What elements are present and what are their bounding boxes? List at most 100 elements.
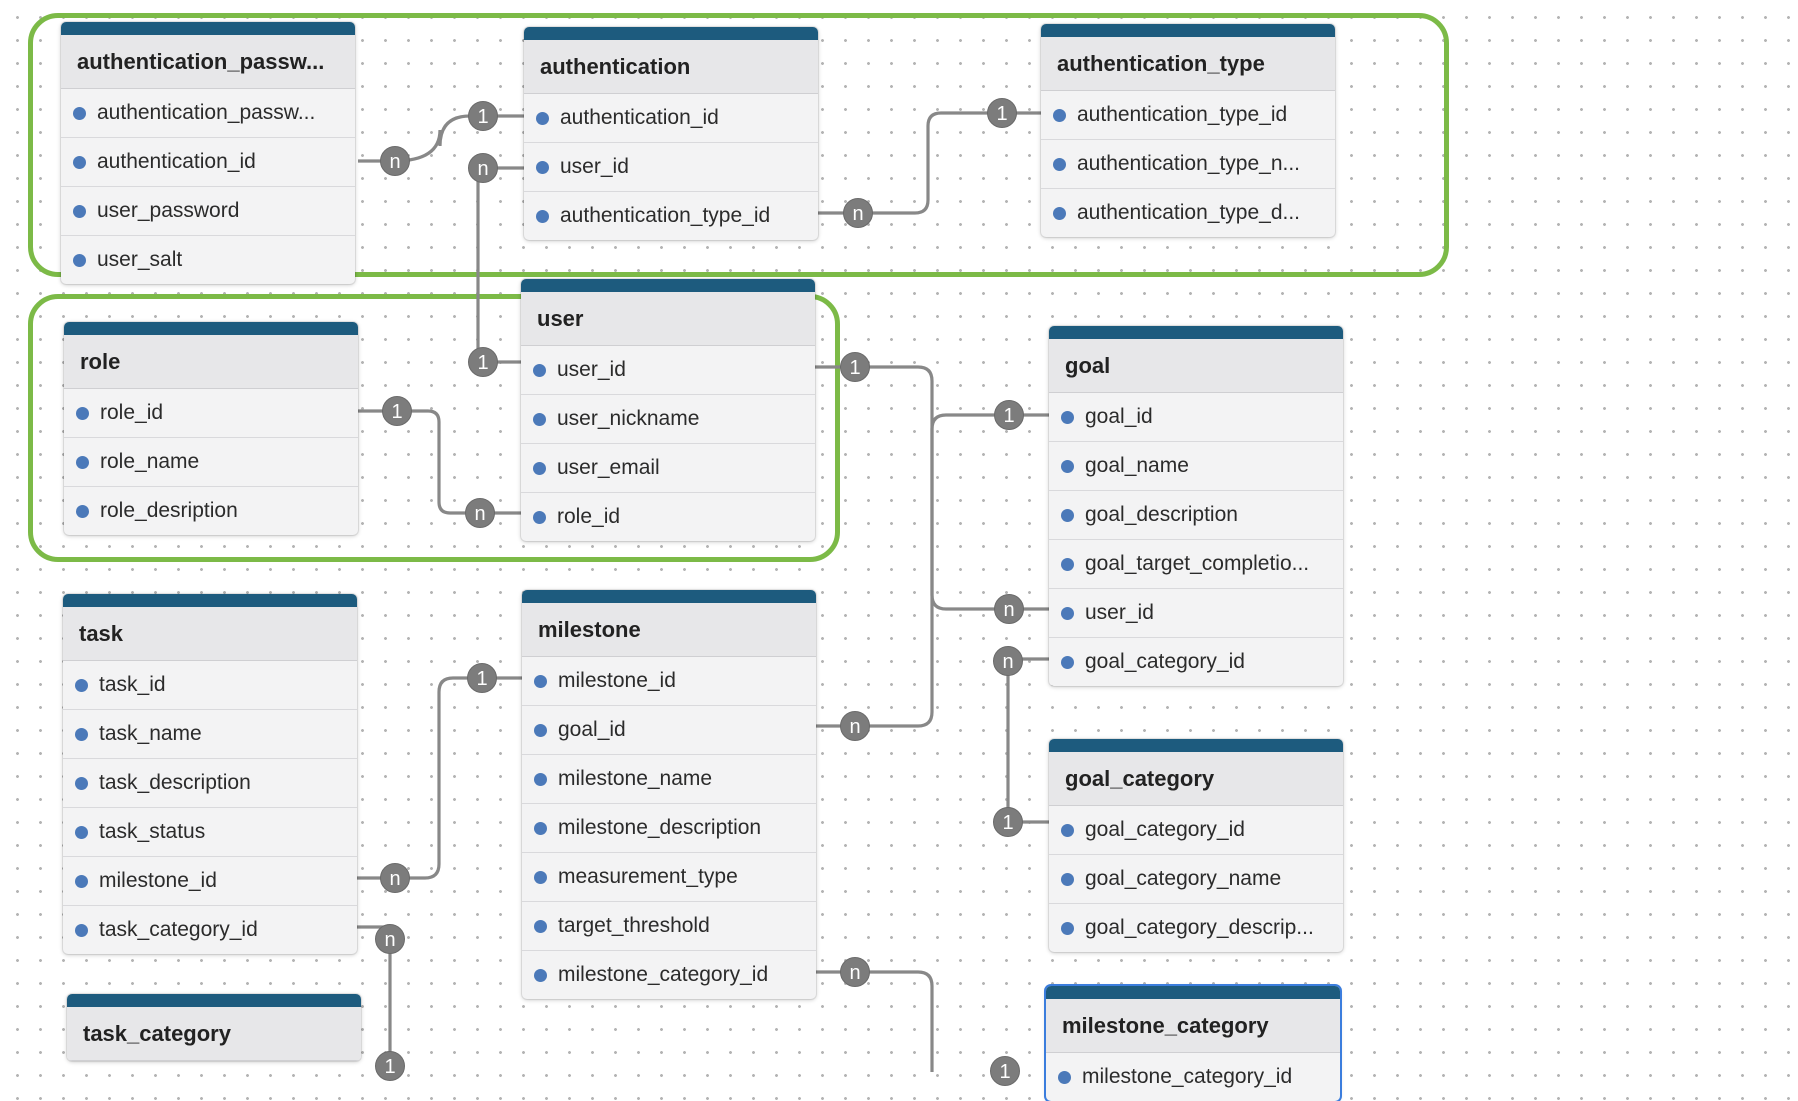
field-row[interactable]: milestone_id: [63, 857, 357, 906]
field-row[interactable]: goal_category_name: [1049, 855, 1343, 904]
cardinality-badge[interactable]: n: [843, 198, 873, 228]
table-authentication-password[interactable]: authentication_passw...authentication_pa…: [61, 22, 355, 284]
cardinality-badge[interactable]: 1: [468, 347, 498, 377]
field-row[interactable]: task_name: [63, 710, 357, 759]
table-title[interactable]: authentication_type: [1041, 37, 1335, 91]
relationship-line[interactable]: [816, 413, 1049, 728]
cardinality-badge[interactable]: n: [468, 153, 498, 183]
field-row[interactable]: user_salt: [61, 236, 355, 284]
cardinality-badge[interactable]: 1: [994, 400, 1024, 430]
cardinality-badge[interactable]: n: [380, 863, 410, 893]
field-row[interactable]: task_description: [63, 759, 357, 808]
field-row[interactable]: task_id: [63, 661, 357, 710]
table-header-bar: [521, 279, 815, 292]
field-row[interactable]: user_id: [1049, 589, 1343, 638]
table-title[interactable]: authentication: [524, 40, 818, 94]
field-row[interactable]: task_status: [63, 808, 357, 857]
relationship-line[interactable]: [358, 114, 524, 163]
table-header-bar: [67, 994, 361, 1007]
field-row[interactable]: measurement_type: [522, 853, 816, 902]
field-row[interactable]: authentication_passw...: [61, 89, 355, 138]
cardinality-badge[interactable]: 1: [840, 352, 870, 382]
field-dot-icon: [536, 161, 549, 174]
field-name: milestone_category_id: [1082, 1065, 1293, 1088]
field-row[interactable]: authentication_type_d...: [1041, 189, 1335, 237]
table-milestone-category[interactable]: milestone_category milestone_category_id: [1046, 986, 1340, 1101]
field-row[interactable]: milestone_description: [522, 804, 816, 853]
field-row[interactable]: role_id: [64, 389, 358, 438]
field-row[interactable]: authentication_type_id: [524, 192, 818, 240]
field-row[interactable]: role_id: [521, 493, 815, 541]
cardinality-badge[interactable]: 1: [987, 98, 1017, 128]
cardinality-badge[interactable]: n: [465, 498, 495, 528]
cardinality-badge[interactable]: 1: [467, 663, 497, 693]
field-row[interactable]: authentication_type_n...: [1041, 140, 1335, 189]
cardinality-badge[interactable]: 1: [382, 396, 412, 426]
field-name: user_salt: [97, 248, 183, 271]
field-row[interactable]: role_name: [64, 438, 358, 487]
cardinality-badge[interactable]: 1: [468, 101, 498, 131]
field-row[interactable]: goal_id: [1049, 393, 1343, 442]
table-title[interactable]: task: [63, 607, 357, 661]
field-row[interactable]: milestone_category_id: [1046, 1053, 1340, 1101]
field-row[interactable]: goal_id: [522, 706, 816, 755]
field-row[interactable]: authentication_type_id: [1041, 91, 1335, 140]
field-name: task_name: [99, 722, 202, 745]
field-row[interactable]: milestone_id: [522, 657, 816, 706]
field-row[interactable]: goal_category_descrip...: [1049, 904, 1343, 952]
relationship-line[interactable]: [818, 111, 1041, 215]
field-row[interactable]: user_password: [61, 187, 355, 236]
field-row[interactable]: milestone_category_id: [522, 951, 816, 999]
relationship-line[interactable]: [816, 970, 934, 1072]
table-title[interactable]: task_category: [67, 1007, 361, 1061]
field-row[interactable]: user_id: [521, 346, 815, 395]
cardinality-badge[interactable]: n: [840, 957, 870, 987]
field-row[interactable]: authentication_id: [61, 138, 355, 187]
cardinality-badge[interactable]: n: [994, 594, 1024, 624]
relationship-line[interactable]: [357, 676, 522, 880]
field-row[interactable]: user_email: [521, 444, 815, 493]
relationship-line[interactable]: [358, 409, 521, 515]
field-row[interactable]: task_category_id: [63, 906, 357, 954]
field-row[interactable]: authentication_id: [524, 94, 818, 143]
table-title[interactable]: goal_category: [1049, 752, 1343, 806]
cardinality-badge[interactable]: 1: [990, 1056, 1020, 1086]
field-row[interactable]: user_id: [524, 143, 818, 192]
cardinality-badge[interactable]: n: [375, 924, 405, 954]
field-row[interactable]: target_threshold: [522, 902, 816, 951]
cardinality-badge[interactable]: 1: [993, 807, 1023, 837]
table-task-category[interactable]: task_category: [67, 994, 361, 1061]
field-row[interactable]: milestone_name: [522, 755, 816, 804]
table-title[interactable]: milestone: [522, 603, 816, 657]
field-name: user_password: [97, 199, 240, 222]
table-title[interactable]: role: [64, 335, 358, 389]
field-row[interactable]: goal_target_completio...: [1049, 540, 1343, 589]
field-row[interactable]: goal_name: [1049, 442, 1343, 491]
table-title[interactable]: authentication_passw...: [61, 35, 355, 89]
table-title[interactable]: milestone_category: [1046, 999, 1340, 1053]
cardinality-badge[interactable]: n: [840, 711, 870, 741]
field-row[interactable]: goal_description: [1049, 491, 1343, 540]
field-dot-icon: [73, 205, 86, 218]
cardinality-badge[interactable]: n: [380, 146, 410, 176]
cardinality-badge[interactable]: n: [993, 646, 1023, 676]
relationship-line[interactable]: [476, 166, 524, 364]
table-title[interactable]: user: [521, 292, 815, 346]
field-row[interactable]: goal_category_id: [1049, 806, 1343, 855]
field-row[interactable]: goal_category_id: [1049, 638, 1343, 686]
relationship-line[interactable]: [1006, 657, 1049, 824]
cardinality-badge[interactable]: 1: [375, 1051, 405, 1081]
field-row[interactable]: user_nickname: [521, 395, 815, 444]
table-title[interactable]: goal: [1049, 339, 1343, 393]
field-row[interactable]: role_desription: [64, 487, 358, 535]
field-name: role_id: [557, 505, 621, 528]
